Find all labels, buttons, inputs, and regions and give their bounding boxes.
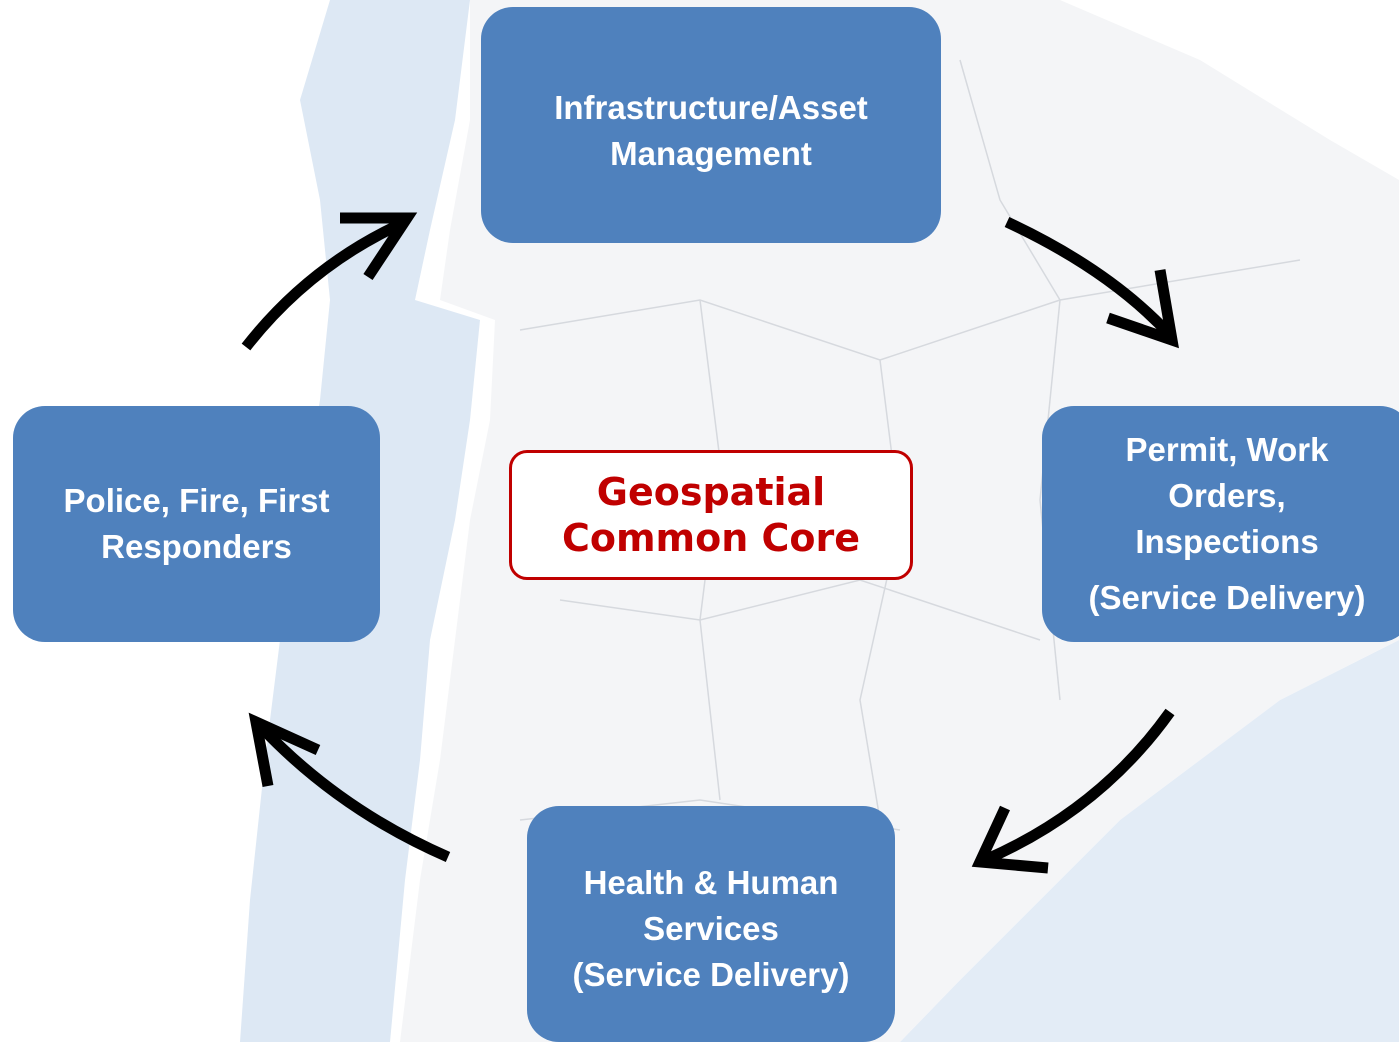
health-human-services-node: Health & Human Services (Service Deliver… bbox=[527, 806, 895, 1042]
core-line-1: Geospatial bbox=[596, 470, 826, 514]
police-fire-first-responders-node: Police, Fire, First Responders bbox=[13, 406, 380, 642]
infrastructure-node-line-2: Management bbox=[610, 135, 812, 172]
health-node-line-1: Health & Human bbox=[583, 864, 839, 901]
core-line-2: Common Core bbox=[561, 516, 861, 560]
permit-work-orders-node: Permit, Work Orders, Inspections (Servic… bbox=[1042, 406, 1399, 642]
health-node-line-3: (Service Delivery) bbox=[572, 956, 850, 993]
health-node-line-2: Services bbox=[643, 910, 779, 947]
geospatial-common-core-center: Geospatial Common Core bbox=[509, 450, 913, 580]
infrastructure-asset-management-node: Infrastructure/Asset Management bbox=[481, 7, 941, 243]
police-node-line-1: Police, Fire, First bbox=[63, 482, 330, 519]
permit-node-line-3: Inspections bbox=[1135, 523, 1319, 560]
police-node-line-2: Responders bbox=[101, 528, 292, 565]
permit-node-line-4: (Service Delivery) bbox=[1088, 579, 1366, 616]
permit-node-line-1: Permit, Work bbox=[1125, 431, 1329, 468]
infrastructure-node-line-1: Infrastructure/Asset bbox=[554, 89, 868, 126]
permit-node-line-2: Orders, bbox=[1168, 477, 1286, 514]
